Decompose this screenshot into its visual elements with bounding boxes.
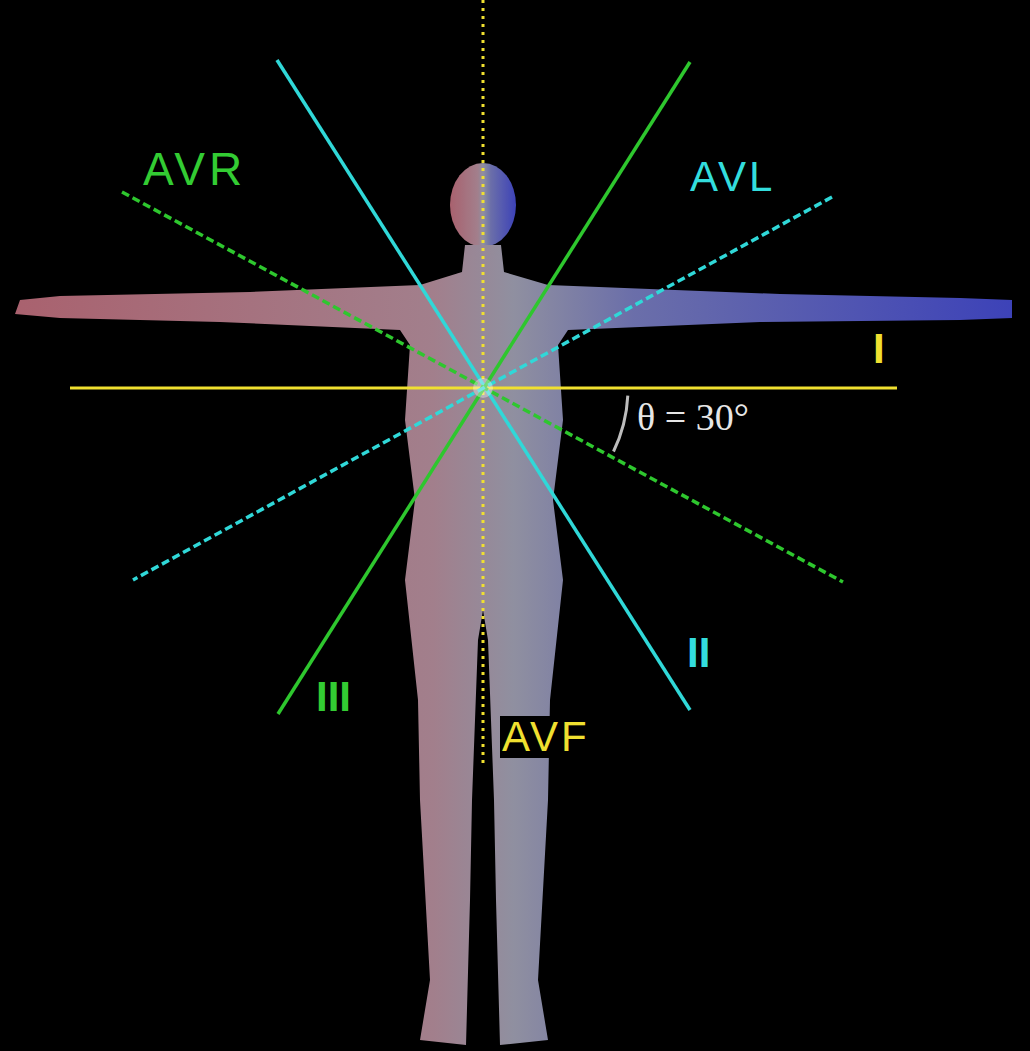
avl-axis bbox=[133, 197, 832, 580]
lead-label: AVL bbox=[688, 156, 777, 198]
lead-label: III bbox=[314, 676, 353, 718]
center-glow bbox=[473, 378, 493, 398]
lead-label: AVF bbox=[500, 716, 592, 758]
lead-label: II bbox=[685, 632, 712, 674]
lead-iii-axis bbox=[278, 62, 690, 714]
avr-axis bbox=[122, 192, 843, 582]
lead-label: AVR bbox=[141, 146, 248, 192]
lead-axes bbox=[70, 0, 897, 765]
angle-arc bbox=[614, 396, 628, 452]
human-figure bbox=[15, 163, 1012, 1045]
lead-label: I bbox=[871, 328, 887, 370]
angle-label: θ = 30° bbox=[635, 398, 751, 436]
